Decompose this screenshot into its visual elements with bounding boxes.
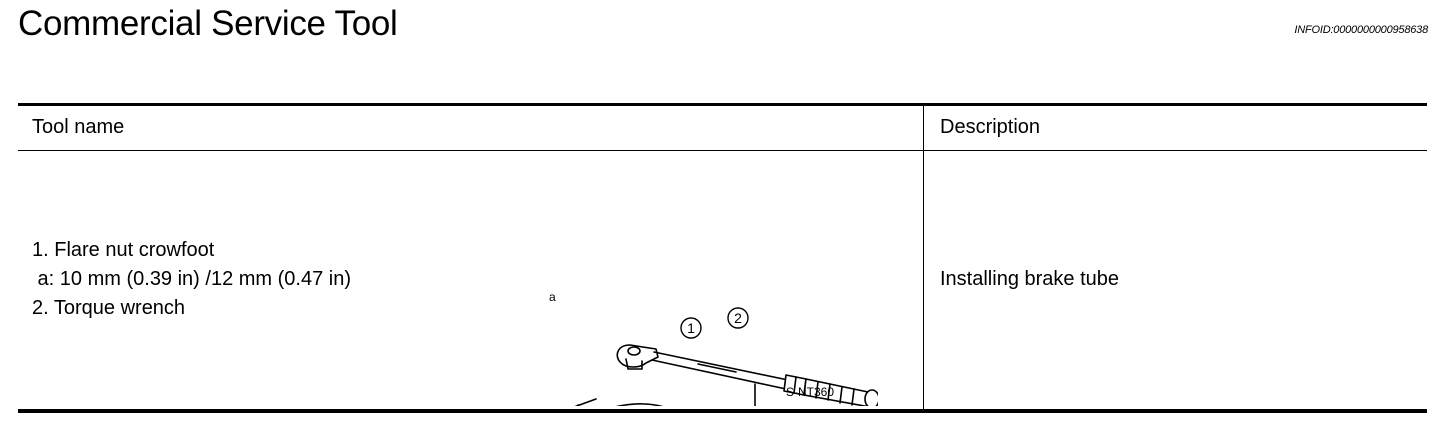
info-id: INFOID:0000000000958638 <box>1294 24 1428 36</box>
tool-name-cell: 1. Flare nut crowfoot a: 10 mm (0.39 in)… <box>32 236 351 323</box>
figure-code: S-NT360 <box>786 385 835 399</box>
flare-nut-crowfoot-drawing <box>574 398 664 406</box>
description-cell: Installing brake tube <box>940 268 1120 290</box>
tool-line-1: 1. Flare nut crowfoot <box>32 239 215 261</box>
service-tool-table: Tool name Description 1. Flare nut crowf… <box>18 103 1427 413</box>
page-title: Commercial Service Tool <box>18 4 398 43</box>
tool-line-2: a: 10 mm (0.39 in) /12 mm (0.47 in) <box>32 268 352 290</box>
column-divider <box>923 106 924 409</box>
tool-line-3: 2. Torque wrench <box>32 297 186 319</box>
header-description: Description <box>940 116 1041 138</box>
header-tool-name: Tool name <box>32 116 125 138</box>
table-header-row: Tool name Description <box>18 106 1427 151</box>
torque-wrench-drawing <box>616 344 878 406</box>
tool-illustration <box>574 344 878 406</box>
